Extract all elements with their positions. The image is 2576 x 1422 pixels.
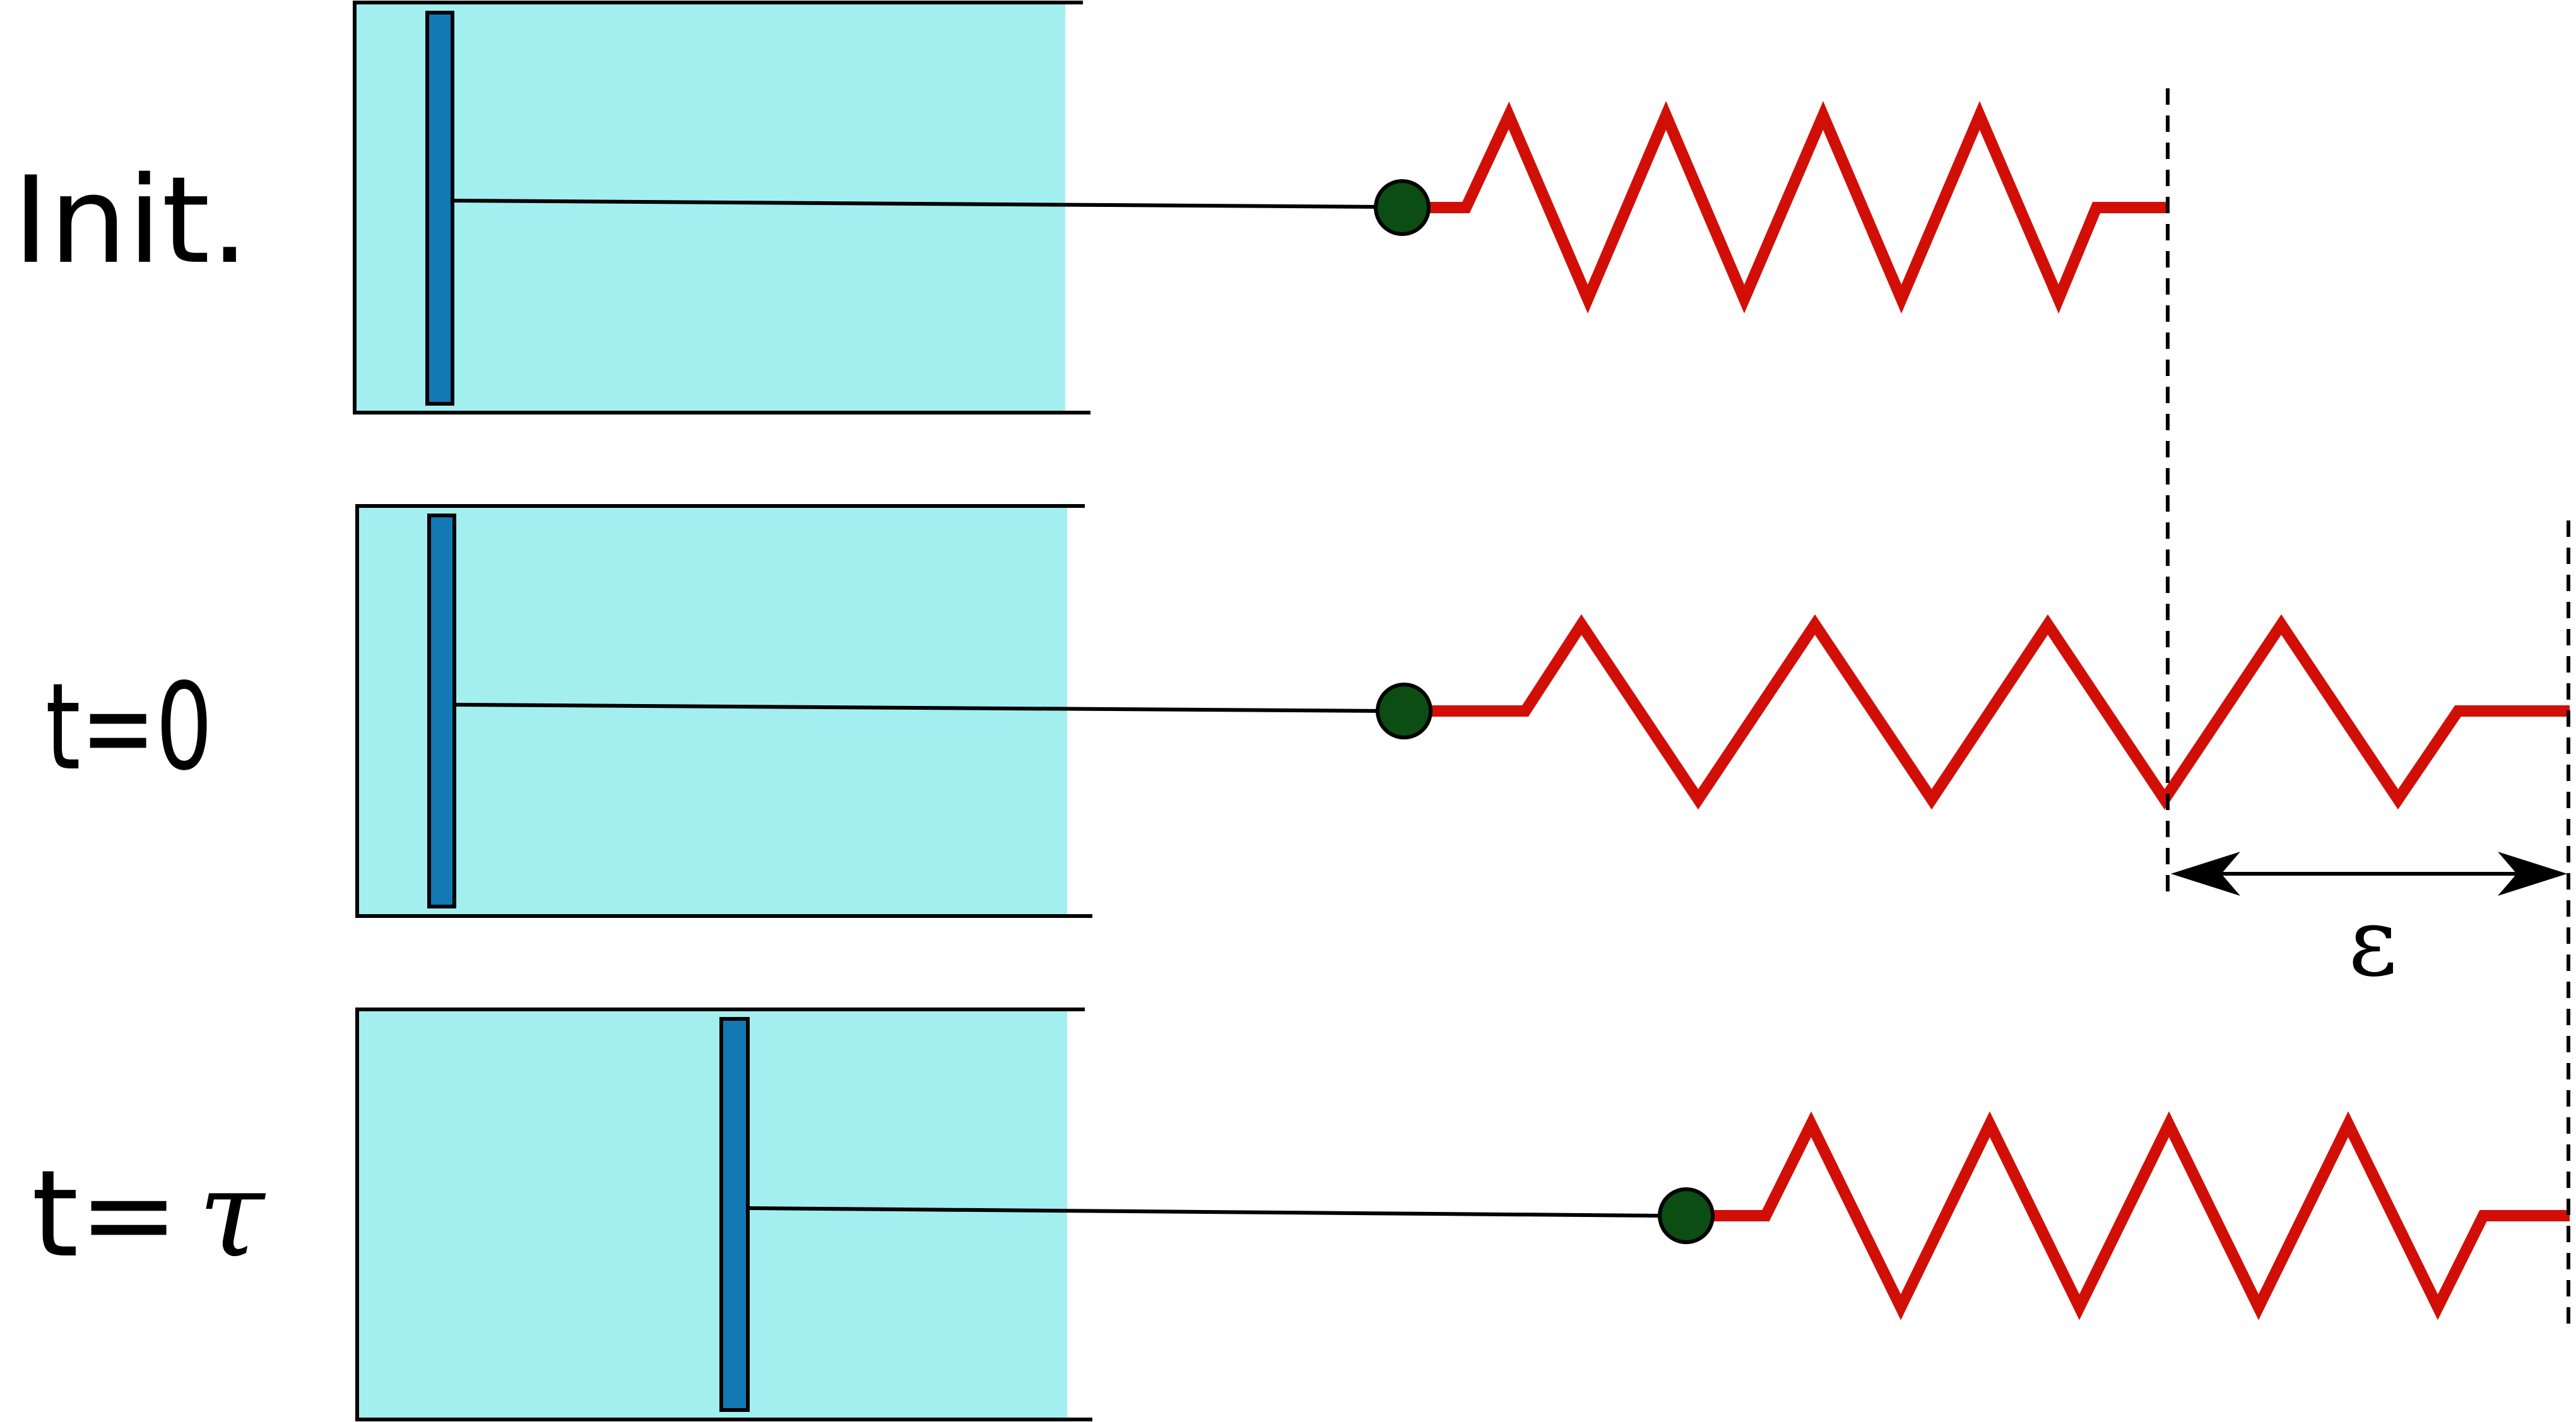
connection-node (1374, 179, 1431, 236)
spring (1427, 101, 2170, 314)
spring (1429, 614, 2570, 810)
dashpot-housing (355, 504, 1092, 918)
connection-node (1376, 683, 1433, 739)
row-label-ttau: t=τ (32, 1144, 266, 1284)
row-label-t0: t=0 (45, 657, 213, 797)
row-init: Init. (13, 1, 2170, 414)
piston-rod (747, 1206, 1662, 1218)
tau-symbol: τ (198, 1144, 266, 1284)
dashpot-housing (353, 1, 1090, 414)
connection-node (1658, 1187, 1715, 1244)
piston-rod (452, 199, 1386, 209)
dashpot-piston (425, 11, 454, 406)
epsilon-label: ε (2348, 888, 2397, 997)
row-label-ttau-prefix: t= (32, 1144, 179, 1284)
row-ttau: t=τ (32, 1008, 2570, 1421)
dashpot-fluid (355, 3, 1065, 413)
row-t0: t=0 (45, 504, 2570, 918)
epsilon-dimension-arrow (2171, 852, 2567, 896)
row-label-init: Init. (13, 151, 249, 290)
dashpot-piston (427, 514, 456, 908)
dashpot-housing (355, 1008, 1092, 1421)
dashpot-piston (719, 1017, 750, 1412)
piston-rod (454, 703, 1386, 713)
dashpot-fluid (357, 506, 1067, 916)
spring (1703, 1111, 2570, 1320)
dashpot-fluid (357, 1009, 1067, 1419)
